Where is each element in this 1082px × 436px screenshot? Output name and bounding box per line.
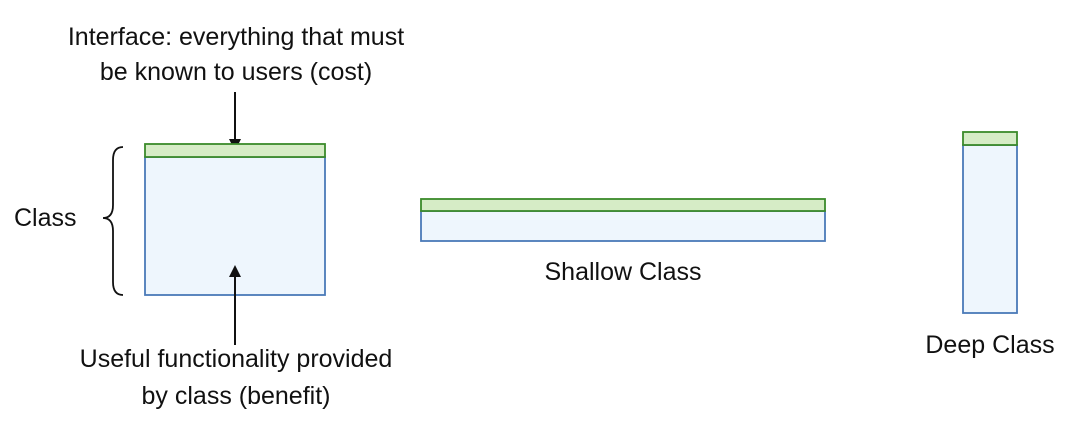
- deep-class-label: Deep Class: [925, 331, 1054, 359]
- useful-label-line1: Useful functionality provided: [80, 345, 393, 373]
- functionality-arrow-head: [229, 265, 241, 277]
- useful-label-line2: by class (benefit): [142, 382, 331, 410]
- deep-class-body: [962, 144, 1018, 314]
- shallow-class-body: [420, 210, 826, 242]
- shallow-class-interface: [420, 198, 826, 212]
- interface-label-line2: be known to users (cost): [100, 58, 372, 86]
- class-brace: [102, 146, 124, 296]
- class-label: Class: [14, 204, 77, 232]
- shallow-class-label: Shallow Class: [544, 258, 701, 286]
- deep-class-interface: [962, 131, 1018, 146]
- interface-label-line1: Interface: everything that must: [68, 23, 404, 51]
- class-interface: [144, 143, 326, 158]
